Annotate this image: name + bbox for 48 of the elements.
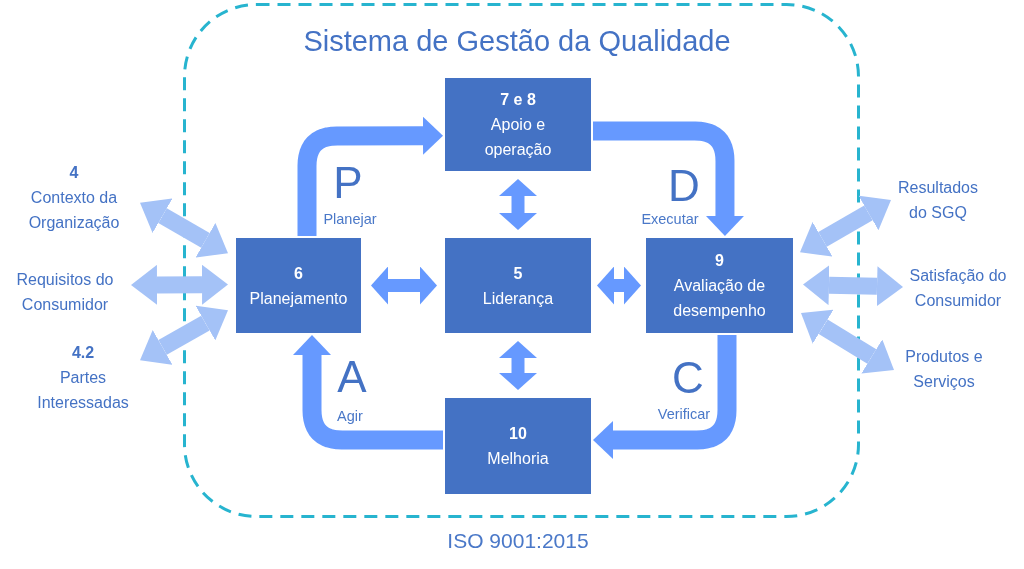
double-arrow: [803, 265, 903, 307]
double-arrow: [499, 341, 537, 390]
cycle-letter: C: [672, 356, 704, 400]
step-label: Agir: [337, 407, 363, 425]
box-label: Melhoria: [487, 449, 549, 469]
double-arrow: [131, 264, 228, 305]
box-label: Planejamento: [249, 288, 348, 309]
box-label: Avaliação de desempenho: [672, 276, 767, 321]
curved-arrow: [593, 335, 737, 459]
section-number: 4.2: [71, 343, 95, 363]
curved-arrow: [297, 116, 443, 236]
caption-text: ISO 9001:2015: [447, 528, 589, 554]
boundary-title: Sistema de Gestão da Qualidade: [303, 24, 731, 58]
double-arrow: [140, 198, 228, 258]
step-label: Planejar: [323, 210, 377, 228]
section-number: 6: [294, 263, 303, 284]
topic-label: Satisfação do Consumidor: [908, 266, 1008, 311]
topic-label: Produtos e Serviços: [904, 347, 984, 392]
process-box: [236, 238, 361, 333]
cycle-letter: P: [333, 161, 363, 205]
double-arrow: [499, 179, 537, 230]
double-arrow: [597, 266, 641, 305]
curved-arrow: [293, 335, 443, 450]
double-arrow: [371, 266, 437, 305]
topic-label: Requisitos do Consumidor: [15, 270, 115, 315]
box-label: Apoio e operação: [483, 115, 553, 160]
double-arrow: [801, 309, 894, 374]
process-box: [445, 78, 591, 171]
section-number: 5: [513, 263, 523, 284]
section-number: 4: [69, 163, 79, 183]
cycle-letter: A: [337, 355, 367, 399]
topic-label: Partes Interessadas: [36, 368, 130, 413]
step-label: Executar: [641, 210, 699, 228]
double-arrow: [800, 195, 891, 257]
topic-label: Resultados do SGQ: [896, 178, 979, 223]
dashed-boundary: [183, 3, 860, 518]
section-number: 7 e 8: [500, 90, 536, 110]
box-label: Liderança: [482, 288, 554, 309]
process-box: [646, 238, 793, 333]
double-arrow: [140, 305, 228, 365]
section-number: 9: [715, 251, 724, 271]
process-box: [445, 238, 591, 333]
step-label: Verificar: [657, 405, 711, 423]
curved-arrow: [593, 121, 744, 236]
process-box: [445, 398, 591, 494]
section-number: 10: [509, 424, 527, 444]
cycle-letter: D: [668, 164, 700, 208]
topic-label: Contexto da Organização: [27, 188, 121, 233]
